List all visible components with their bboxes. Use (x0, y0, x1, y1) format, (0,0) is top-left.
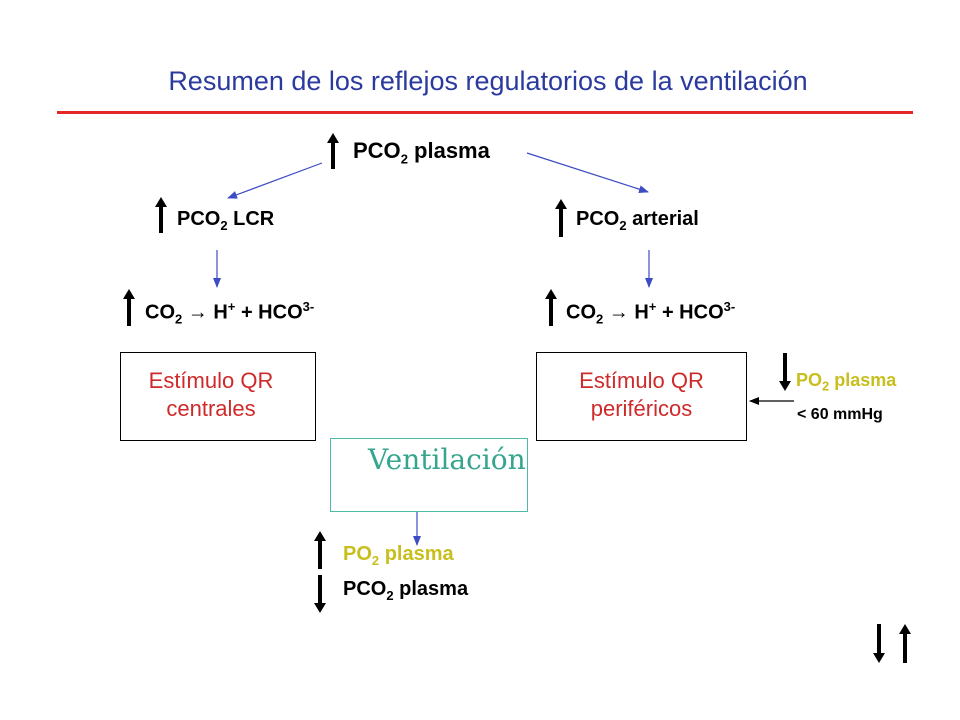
node-result-pco2-sub: 2 (386, 588, 394, 603)
node-result-pco2-base: PCO (343, 578, 387, 600)
box-peripheral-line2: periféricos (590, 396, 693, 421)
reaction-right-hco-sup: 3- (723, 299, 736, 314)
reaction-right-arrow-icon: → (608, 301, 629, 324)
arrow-head (899, 624, 911, 634)
arrow-up-icon-reaction-left (123, 289, 135, 326)
reaction-left-co-sub: 2 (175, 311, 183, 327)
box-central-line2: centrales (166, 396, 256, 421)
node-po2-side-sub: 2 (822, 378, 830, 394)
node-pco2-plasma-base: PCO (353, 138, 401, 163)
arrow-down-icon-result-pco2 (314, 575, 326, 613)
reaction-left-h-sup: + (227, 299, 236, 314)
node-result-po2-base: PO (343, 543, 372, 565)
arrow-down-icon-po2-side (779, 353, 791, 391)
arrow-head (155, 197, 167, 207)
box-peripheral-line1: Estímulo QR (579, 368, 704, 393)
node-po2-side-base: PO (796, 370, 823, 390)
node-pco2-plasma: PCO2 plasma (353, 138, 490, 166)
node-pco2-arterial-sub: 2 (619, 218, 627, 233)
node-po2-side-rest: plasma (829, 370, 897, 390)
arrow-up-icon-reaction-right (545, 289, 557, 326)
arrow-head (123, 289, 135, 299)
node-result-po2: PO2 plasma (343, 543, 454, 568)
box-ventilation (330, 438, 528, 512)
node-pco2-lcr-rest: LCR (227, 208, 275, 230)
node-pco2-arterial-base: PCO (576, 208, 620, 230)
node-reaction-right: CO2 → H+ + HCO3- (566, 299, 735, 327)
reaction-right-hco: + HCO (656, 301, 724, 324)
arrow-up-icon-pco2-plasma (327, 133, 339, 169)
node-pco2-lcr-base: PCO (177, 208, 221, 230)
reaction-left-h: H (207, 301, 228, 324)
reaction-right-co: CO (566, 301, 596, 324)
node-pco2-plasma-rest: plasma (407, 138, 490, 163)
page-title: Resumen de los reflejos regulatorios de … (168, 66, 808, 96)
node-result-pco2: PCO2 plasma (343, 578, 468, 603)
arrow-head (327, 133, 339, 143)
box-peripheral-text: Estímulo QR periféricos (537, 367, 746, 423)
arrow-head (314, 531, 326, 541)
arrow-head (314, 603, 326, 613)
arrow-head (873, 653, 885, 663)
node-pco2-arterial: PCO2 arterial (576, 208, 699, 233)
reaction-left-co: CO (145, 301, 175, 324)
node-pco2-plasma-sub: 2 (400, 151, 408, 167)
node-po2-threshold: < 60 mmHg (797, 406, 883, 423)
arrow-up-icon-pco2-lcr (155, 197, 167, 233)
arrow-down-icon-corner (873, 624, 885, 663)
box-peripheral-receptors: Estímulo QR periféricos (536, 352, 747, 441)
ventilation-label: Ventilación (368, 443, 526, 476)
connector-plasma-to-arterial (526, 152, 649, 194)
box-central-line1: Estímulo QR (148, 368, 274, 393)
arrow-up-icon-pco2-arterial (555, 199, 567, 237)
arrow-head (545, 289, 557, 299)
reaction-left-hco: + HCO (235, 301, 303, 324)
node-pco2-arterial-rest: arterial (626, 208, 699, 230)
reaction-left-hco-sup: 3- (302, 299, 315, 314)
node-pco2-lcr: PCO2 LCR (177, 208, 274, 233)
title-underline (57, 111, 913, 114)
reaction-right-h-sup: + (648, 299, 657, 314)
box-central-text: Estímulo QR centrales (121, 367, 301, 423)
arrow-head (779, 381, 791, 391)
reaction-left-arrow-icon: → (187, 301, 208, 324)
node-pco2-lcr-sub: 2 (220, 218, 228, 233)
connector-plasma-to-lcr (227, 162, 323, 199)
box-central-receptors: Estímulo QR centrales (120, 352, 316, 441)
node-reaction-left: CO2 → H+ + HCO3- (145, 299, 314, 327)
reaction-right-co-sub: 2 (596, 311, 604, 327)
arrow-head (555, 199, 567, 209)
node-po2-side: PO2 plasma (796, 370, 896, 394)
arrow-up-icon-corner (899, 624, 911, 663)
node-result-po2-sub: 2 (371, 553, 380, 568)
reaction-right-h: H (628, 301, 649, 324)
arrow-up-icon-result-po2 (314, 531, 326, 569)
node-result-po2-rest: plasma (379, 543, 454, 565)
node-result-pco2-rest: plasma (393, 578, 469, 600)
